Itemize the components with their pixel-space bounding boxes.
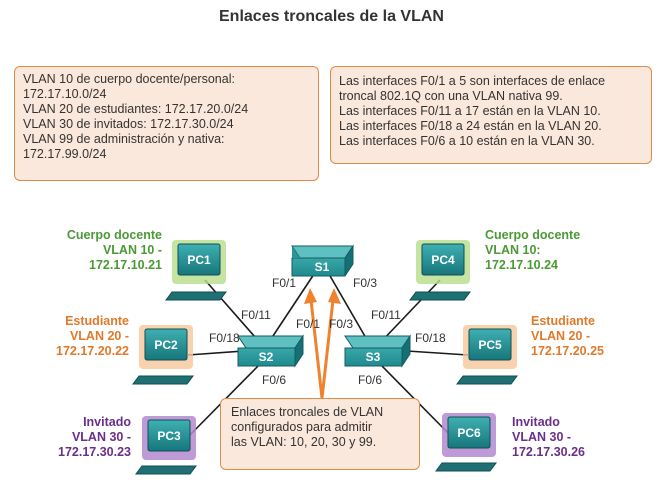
box-line: Las interfaces F0/6 a 10 están en la VLA… <box>339 134 595 148</box>
pc1-icon[interactable] <box>165 240 227 301</box>
pc5-info: Estudiante VLAN 20 - 172.17.20.25 <box>531 314 604 359</box>
pc1-ip: 172.17.10.21 <box>89 258 162 272</box>
pc3-ip: 172.17.30.23 <box>58 445 131 459</box>
pc3-info: Invitado VLAN 30 - 172.17.30.23 <box>0 415 131 460</box>
box-line: VLAN 10 de cuerpo docente/personal: <box>23 72 235 86</box>
pc2-info: Estudiante VLAN 20 - 172.17.20.22 <box>0 314 129 359</box>
port-s2-f01: F0/1 <box>296 317 321 331</box>
pc4-info: Cuerpo docente VLAN 10: 172.17.10.24 <box>485 228 580 273</box>
switch-s1[interactable] <box>291 244 354 277</box>
callout-line: las VLAN: 10, 20, 30 y 99. <box>231 435 377 449</box>
pc1-label: PC1 <box>187 253 211 267</box>
pc5-ip: 172.17.20.25 <box>531 344 604 358</box>
switch-s2-label: S2 <box>259 350 274 364</box>
pc3-label: PC3 <box>157 429 181 443</box>
pc1-role: Cuerpo docente <box>66 228 162 242</box>
switch-s2[interactable] <box>237 334 304 368</box>
pc6-info: Invitado VLAN 30 - 172.17.30.26 <box>512 415 585 460</box>
callout-line: Enlaces troncales de VLAN <box>231 405 384 419</box>
box-line: Las interfaces F0/1 a 5 son interfaces d… <box>339 74 606 88</box>
port-s1-f01: F0/1 <box>272 276 297 290</box>
trunk-callout-box: Enlaces troncales de VLAN configurados p… <box>220 398 420 470</box>
vlan-subnets-box: VLAN 10 de cuerpo docente/personal: 172.… <box>14 66 319 181</box>
pc2-vlan: VLAN 20 - <box>69 329 129 343</box>
pc2-icon[interactable] <box>132 325 194 385</box>
pc4-role: Cuerpo docente <box>485 228 581 242</box>
port-s3-f03: F0/3 <box>329 317 354 331</box>
port-s3-f06: F0/6 <box>358 373 383 387</box>
port-s3-f018: F0/18 <box>415 331 446 345</box>
pc2-role: Estudiante <box>65 314 129 328</box>
pc5-icon[interactable] <box>456 325 518 385</box>
pc3-icon[interactable] <box>135 416 197 475</box>
pc3-role: Invitado <box>83 415 131 429</box>
pc5-label: PC5 <box>478 338 502 352</box>
pc6-ip: 172.17.30.26 <box>512 445 585 459</box>
box-line: VLAN 20 de estudiantes: 172.17.20.0/24 <box>23 102 249 116</box>
cable-pc4-s3 <box>377 279 441 346</box>
cable-pc1-s2 <box>204 279 263 346</box>
arrow-to-s1-s3 <box>320 299 335 399</box>
box-line: VLAN 99 de administración y nativa: <box>23 132 225 146</box>
pc1-info: Cuerpo docente VLAN 10 - 172.17.10.21 <box>22 228 162 273</box>
pc4-ip: 172.17.10.24 <box>485 258 558 272</box>
box-line: 172.17.99.0/24 <box>23 147 107 161</box>
arrowhead-left <box>304 288 317 304</box>
trunk-callout-arrows <box>304 288 341 399</box>
port-s2-f011: F0/11 <box>241 308 271 322</box>
pc6-label: PC6 <box>457 426 481 440</box>
pc5-vlan: VLAN 20 - <box>531 329 591 343</box>
pc4-vlan: VLAN 10: <box>485 243 541 257</box>
pc1-vlan: VLAN 10 - <box>102 243 162 257</box>
arrowhead-right <box>328 288 341 304</box>
pc4-icon[interactable] <box>409 240 471 301</box>
callout-line: configurados para admitir <box>231 420 373 434</box>
pc5-role: Estudiante <box>531 314 595 328</box>
box-line: Las interfaces F0/18 a 24 están en la VL… <box>339 119 602 133</box>
diagram-title: Enlaces troncales de la VLAN <box>219 8 444 25</box>
box-line: troncal 802.1Q con una VLAN nativa 99. <box>339 89 563 103</box>
pc2-label: PC2 <box>154 338 178 352</box>
pc4-label: PC4 <box>431 253 455 267</box>
switch-s3-label: S3 <box>366 350 381 364</box>
pc3-vlan: VLAN 30 - <box>71 430 131 444</box>
switch-s1-label: S1 <box>315 260 330 274</box>
pc6-role: Invitado <box>512 415 560 429</box>
pc6-vlan: VLAN 30 - <box>512 430 572 444</box>
pc6-icon[interactable] <box>435 413 497 472</box>
box-line: 172.17.10.0/24 <box>23 87 107 101</box>
box-line: Las interfaces F0/11 a 17 están en la VL… <box>339 104 601 118</box>
port-s2-f06: F0/6 <box>262 373 287 387</box>
interface-assignments-box: Las interfaces F0/1 a 5 son interfaces d… <box>330 66 652 164</box>
port-s2-f018: F0/18 <box>209 331 240 345</box>
switch-s3[interactable] <box>344 334 411 368</box>
pc2-ip: 172.17.20.22 <box>56 344 129 358</box>
arrow-to-s1-s2 <box>309 299 324 399</box>
box-line: VLAN 30 de invitados: 172.17.30.0/24 <box>23 117 234 131</box>
port-s3-f011: F0/11 <box>371 308 401 322</box>
port-s1-f03: F0/3 <box>353 276 378 290</box>
